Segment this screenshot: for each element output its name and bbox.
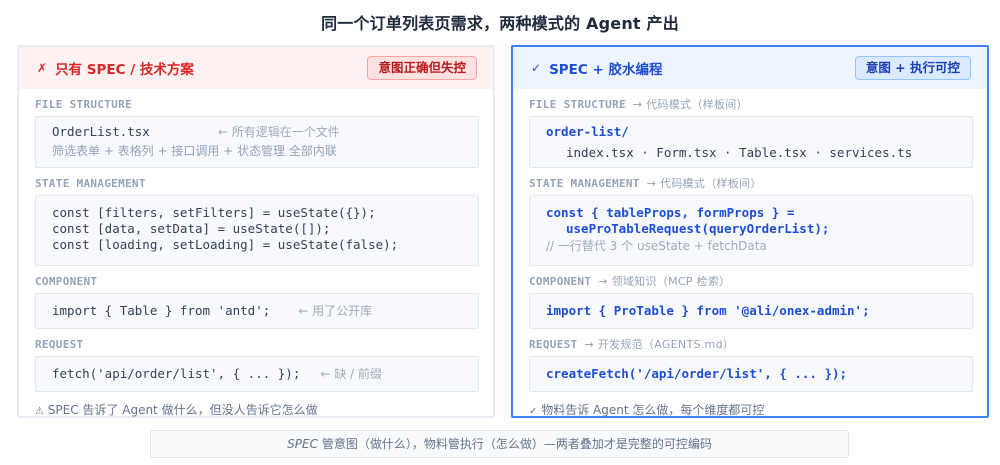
- code-line: const [data, setData] = useState([]);: [52, 221, 331, 236]
- section-label-component: COMPONENT → 领域知识（MCP 检索）: [529, 275, 731, 288]
- section-label-state-management: STATE MANAGEMENT: [35, 177, 146, 190]
- code-line: useProTableRequest(queryOrderList);: [566, 221, 830, 236]
- status-badge: 意图正确但失控: [367, 56, 477, 80]
- annotation: ← 用了公开库: [298, 304, 373, 318]
- page-title: 同一个订单列表页需求，两种模式的 Agent 产出: [321, 14, 679, 33]
- section-label-file-structure: FILE STRUCTURE → 代码模式（样板间）: [529, 98, 748, 111]
- section-label-file-structure: FILE STRUCTURE: [35, 98, 132, 111]
- panel-title-text: 只有 SPEC / 技术方案: [55, 62, 194, 78]
- status-badge: 意图 + 执行可控: [854, 56, 971, 80]
- component-box: import { Table } from 'antd'; ← 用了公开库: [35, 293, 479, 329]
- file-list: index.tsx · Form.tsx · Table.tsx · servi…: [566, 145, 913, 160]
- code-line: import { Table } from 'antd';: [52, 303, 271, 318]
- annotation: ← 缺 / 前缀: [320, 367, 382, 381]
- section-label-state-management: STATE MANAGEMENT → 代码模式（样板间）: [529, 177, 762, 190]
- cross-icon: ✗: [37, 61, 48, 75]
- summary-bar: SPEC 管意图（做什么），物料管执行（怎么做）—两者叠加才是完整的可控编码: [150, 430, 849, 458]
- spec-glue-panel: ✓ SPEC + 胶水编程 意图 + 执行可控 FILE STRUCTURE →…: [511, 45, 989, 418]
- panel-footer-note: ✓ 物料告诉 Agent 怎么做，每个维度都可控: [529, 403, 765, 417]
- code-line: fetch('api/order/list', { ... });: [52, 366, 301, 381]
- spec-only-panel: ✗ 只有 SPEC / 技术方案 意图正确但失控 FILE STRUCTURE …: [17, 45, 495, 418]
- file-structure-box: OrderList.tsx ← 所有逻辑在一个文件 筛选表单 + 表格列 + 接口…: [35, 116, 479, 168]
- file-name: OrderList.tsx: [52, 124, 150, 139]
- annotation: 筛选表单 + 表格列 + 接口调用 + 状态管理 全部内联: [52, 144, 337, 158]
- state-management-box: const [filters, setFilters] = useState({…: [35, 195, 479, 266]
- state-management-box: const { tableProps, formProps } = usePro…: [529, 195, 973, 266]
- panel-title-text: SPEC + 胶水编程: [549, 62, 663, 78]
- code-line: import { ProTable } from '@ali/onex-admi…: [546, 303, 870, 318]
- check-icon: ✓: [531, 61, 542, 75]
- code-comment: // 一行替代 3 个 useState + fetchData: [546, 239, 767, 253]
- section-label-component: COMPONENT: [35, 275, 98, 288]
- request-box: fetch('api/order/list', { ... }); ← 缺 / 前…: [35, 356, 479, 392]
- panel-title: ✓ SPEC + 胶水编程: [531, 58, 663, 78]
- section-label-request: REQUEST: [35, 338, 84, 351]
- request-box: createFetch('/api/order/list', { ... });: [529, 356, 973, 392]
- file-structure-box: order-list/ index.tsx · Form.tsx · Table…: [529, 116, 973, 168]
- panel-title: ✗ 只有 SPEC / 技术方案: [37, 58, 194, 78]
- annotation: ← 所有逻辑在一个文件: [217, 125, 340, 139]
- code-line: createFetch('/api/order/list', { ... });: [546, 366, 848, 381]
- panel-footer-note: ⚠ SPEC 告诉了 Agent 做什么，但没人告诉它怎么做: [35, 403, 318, 417]
- code-line: const { tableProps, formProps } =: [546, 205, 795, 220]
- folder-name: order-list/: [546, 124, 629, 139]
- check-icon: ✓: [529, 406, 538, 417]
- section-label-request: REQUEST → 开发规范（AGENTS.md）: [529, 338, 735, 351]
- panel-header: ✗ 只有 SPEC / 技术方案 意图正确但失控: [19, 47, 493, 89]
- component-box: import { ProTable } from '@ali/onex-admi…: [529, 293, 973, 329]
- panel-header: ✓ SPEC + 胶水编程 意图 + 执行可控: [513, 47, 987, 89]
- summary-text: 管意图（做什么），物料管执行（怎么做）—两者叠加才是完整的可控编码: [318, 437, 712, 451]
- code-line: const [loading, setLoading] = useState(f…: [52, 237, 399, 252]
- spec-term: SPEC: [287, 437, 318, 451]
- warning-icon: ⚠: [35, 406, 44, 417]
- code-line: const [filters, setFilters] = useState({…: [52, 205, 376, 220]
